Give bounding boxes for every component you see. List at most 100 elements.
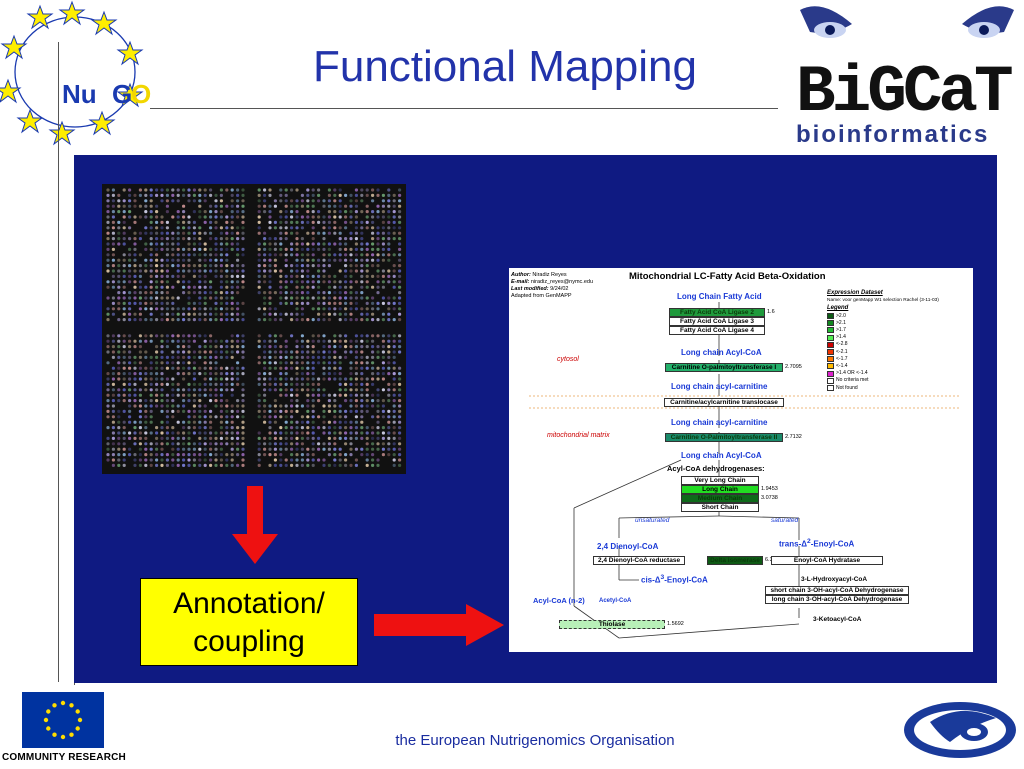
gene-box[interactable]: long chain 3-OH-acyl-CoA Dehydrogenase (765, 595, 909, 604)
legend-item-label: >1.7 (836, 326, 846, 333)
legend-swatch (827, 349, 834, 355)
label-acyl-coa-n2: Acyl-CoA (n-2) (533, 596, 585, 605)
legend-swatch (827, 320, 834, 327)
trans-enoyl-prefix: trans- (779, 539, 802, 549)
adapted-note: Adapted from GenMAPP (511, 293, 572, 299)
title-divider (150, 108, 778, 109)
label-trans-enoyl-coa: trans-Δ2-Enoyl-CoA (779, 538, 854, 549)
cis-enoyl-suffix: -Enoyl-CoA (664, 575, 708, 585)
legend-item-label: <-1.7 (836, 355, 848, 362)
legend-swatch (827, 363, 834, 370)
label-long-chain-acyl-carnitine-2: Long chain acyl-carnitine (671, 418, 768, 427)
annotation-line-2: coupling (193, 625, 305, 658)
pathway-meta: Author: Niradiz Reyes E-mail: niradiz_re… (511, 272, 593, 300)
legend-swatch (827, 334, 834, 341)
legend-swatch (827, 356, 834, 363)
legend-item-label: No criteria met (836, 377, 869, 384)
legend-swatch (827, 327, 834, 334)
pathway-title: Mitochondrial LC-Fatty Acid Beta-Oxidati… (629, 271, 826, 282)
gene-box[interactable]: Fatty Acid CoA Ligase 3 (669, 317, 765, 326)
nugo-o-text: O (131, 79, 151, 109)
email-label: E-mail: (511, 279, 530, 285)
modified-value: 9/24/02 (550, 286, 569, 292)
legend-swatch (827, 341, 834, 348)
label-acetyl-coa: Acetyl-CoA (599, 598, 632, 604)
nugo-nu-text: Nu (62, 79, 97, 109)
label-unsaturated: unsaturated (635, 517, 670, 524)
author-label: Author: (511, 272, 531, 278)
gene-value: 2.7132 (785, 434, 802, 440)
cis-enoyl-prefix: cis- (641, 575, 655, 585)
eu-flag-logo (22, 692, 104, 748)
gene-box[interactable]: Enoyl-CoA Hydratase (771, 556, 883, 565)
gene-box[interactable]: Carnitine O-Palmitoyltransferase II (665, 433, 783, 442)
annotation-coupling-box: Annotation/ coupling (140, 578, 358, 666)
gene-box[interactable]: Medium Chain (681, 494, 759, 503)
label-long-chain-acyl-carnitine-1: Long chain acyl-carnitine (671, 382, 768, 391)
legend-swatch (827, 385, 834, 391)
legend-dataset-name: Name: voor genMapp W1 selection Rachel (… (827, 298, 939, 303)
gene-value: 1.6 (767, 309, 775, 315)
cis-enoyl-delta: Δ (654, 575, 661, 585)
community-research-caption: COMMUNITY RESEARCH (2, 752, 126, 763)
legend-title: Expression Dataset (827, 290, 883, 296)
legend-swatch (827, 370, 834, 377)
gene-box[interactable]: Short Chain (681, 503, 759, 512)
legend-item-label: Not found (836, 384, 858, 391)
down-arrow-icon (232, 486, 278, 564)
legend-item-label: <-2.1 (836, 348, 848, 355)
legend-item-label: >1.4 (836, 334, 846, 341)
gene-value: 2.7095 (785, 364, 802, 370)
bigcat-logo: BiGCaT bioinformatics (792, 2, 1022, 150)
label-saturated: saturated (771, 517, 799, 524)
author-value: Niradiz Reyes (532, 272, 567, 278)
label-ketoacyl-coa: 3-Ketoacyl-CoA (813, 616, 862, 623)
legend-item-label: <-1.4 (836, 362, 848, 369)
right-arrow-icon (374, 604, 504, 646)
left-divider (58, 42, 59, 682)
gene-value: 1.5692 (667, 621, 684, 627)
label-hydroxyacyl-coa: 3-L-Hydroxyacyl-CoA (801, 576, 868, 583)
label-cytosol: cytosol (557, 356, 579, 363)
label-long-chain-acyl-coa-2: Long chain Acyl-CoA (681, 451, 762, 460)
gene-value: 3.0738 (761, 495, 778, 501)
bigcat-top-text: BiGCaT (796, 55, 1012, 130)
footer-organisation-text: the European Nutrigenomics Organisation (395, 732, 675, 749)
cis-enoyl-sup: 3 (660, 574, 665, 581)
trans-enoyl-sup: 2 (806, 538, 811, 545)
legend-item-label: <-2.8 (836, 341, 848, 348)
gene-box[interactable]: Thiolase (559, 620, 665, 629)
legend-label: Legend (827, 305, 849, 311)
legend-item-label: >1.4 OR <-1.4 (836, 370, 868, 377)
label-cis-enoyl-coa: cis-Δ3-Enoyl-CoA (641, 574, 708, 585)
pathway-diagram: Author: Niradiz Reyes E-mail: niradiz_re… (509, 268, 973, 652)
legend-item-label: >2.0 (836, 312, 846, 319)
label-long-chain-acyl-coa-1: Long chain Acyl-CoA (681, 348, 762, 357)
gene-box[interactable]: Carnitine O-palmitoyltransferase I (665, 363, 783, 372)
gene-value: 1.9453 (761, 486, 778, 492)
legend-swatch (827, 377, 834, 384)
gene-box[interactable]: Carnitine/acylcarnitine translocase (664, 398, 784, 407)
modified-label: Last modified: (511, 286, 549, 292)
gene-box[interactable]: Long Chain (681, 485, 759, 494)
gene-box[interactable]: Fatty Acid CoA Ligase 2 (669, 308, 765, 317)
annotation-line-1: Annotation/ (173, 587, 325, 620)
label-dienoyl-coa: 2,4 Dienoyl-CoA (597, 542, 659, 551)
microarray-image (102, 184, 406, 474)
trans-enoyl-suffix: -Enoyl-CoA (810, 539, 855, 549)
gene-box[interactable]: 2,4 Dienoyl-CoA reductase (593, 556, 685, 565)
trans-enoyl-delta: Δ (801, 539, 807, 549)
gene-box[interactable]: short chain 3-OH-acyl-CoA Dehydrogenase (765, 586, 909, 595)
gene-box[interactable]: Very Long Chain (681, 476, 759, 485)
nugo-g-text: G (112, 79, 132, 109)
legend-item-label: >2.1 (836, 319, 846, 326)
nugo-logo: Nu G O (0, 0, 175, 150)
slide-title: Functional Mapping (312, 42, 697, 91)
fp6-logo (900, 692, 1020, 764)
label-long-chain-fatty-acid: Long Chain Fatty Acid (677, 292, 762, 301)
legend-swatch (827, 313, 834, 319)
bigcat-bottom-text: bioinformatics (796, 121, 989, 148)
gene-box[interactable]: Fatty Acid CoA Ligase 4 (669, 326, 765, 335)
gene-box[interactable]: Delta isomerase (707, 556, 763, 565)
email-value: niradiz_reyes@nymc.edu (530, 279, 594, 285)
